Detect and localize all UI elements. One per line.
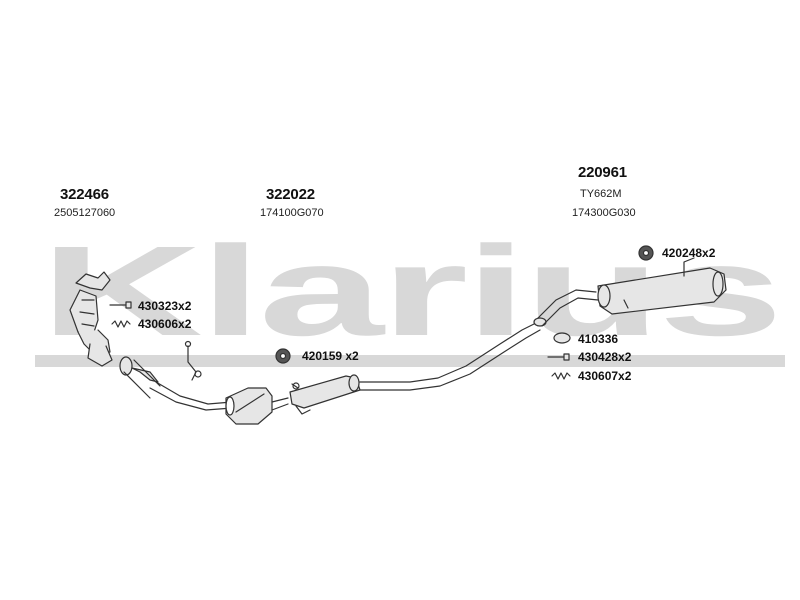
part-number-rear-silencer: 220961	[578, 164, 627, 181]
oem-number-rear-silencer-2: 174300G030	[572, 207, 636, 219]
front-catalytic-converter	[69, 271, 113, 367]
accessory-code: 430606x2	[138, 317, 192, 331]
spring-icon	[111, 320, 131, 328]
center-catalytic-converter	[225, 387, 289, 425]
accessory-code: 430428x2	[578, 350, 632, 364]
accessory-code: 420159 x2	[302, 349, 359, 363]
oem-number-center-cat: 174100G070	[260, 207, 324, 219]
oem-number-rear-silencer-1: TY662M	[580, 188, 622, 200]
spring-icon	[551, 372, 571, 380]
oem-number-front-cat: 2505127060	[54, 207, 116, 219]
accessory-code: 420248x2	[662, 246, 716, 260]
rubber-mount-icon	[638, 245, 654, 261]
part-number-front-cat: 322466	[60, 186, 109, 203]
mid-silencer	[289, 374, 361, 415]
part-number-center-cat: 322022	[266, 186, 315, 203]
accessory-code: 410336	[578, 332, 619, 346]
bolt-icon	[109, 301, 132, 309]
gasket-ring-icon	[553, 332, 571, 344]
rubber-mount-icon	[275, 348, 291, 364]
rear-silencer	[597, 257, 727, 315]
accessory-code: 430323x2	[138, 299, 192, 313]
bolt-icon	[547, 353, 570, 361]
intermediate-pipe	[359, 289, 599, 391]
front-pipe	[119, 340, 233, 411]
accessory-code: 430607x2	[578, 369, 632, 383]
watermark-underline	[35, 355, 785, 367]
